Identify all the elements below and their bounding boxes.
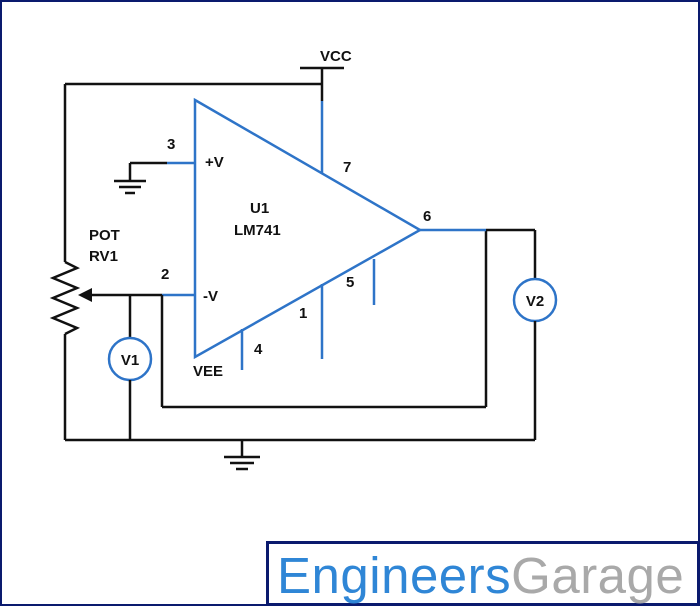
ground-icon — [114, 179, 146, 195]
logo-word-garage: Garage — [511, 547, 685, 604]
pin6-number: 6 — [423, 208, 431, 225]
in-minus-label: -V — [203, 288, 218, 305]
pin7-number: 7 — [343, 159, 351, 176]
pot-name-label: POT — [89, 227, 120, 244]
pin4-number: 4 — [254, 341, 263, 358]
logo-word-engineers: Engineers — [277, 547, 512, 604]
vee-label: VEE — [193, 363, 223, 380]
wiper-arrow-icon — [78, 288, 92, 302]
ground-icon — [224, 455, 260, 471]
pot-resistor-zigzag — [49, 260, 81, 336]
v1-meter-label: V1 — [121, 352, 139, 369]
pin2-number: 2 — [161, 266, 169, 283]
pin3-number: 3 — [167, 136, 175, 153]
logo-wordmark: EngineersGarage — [277, 548, 684, 604]
in-plus-label: +V — [205, 154, 224, 171]
pin5-number: 5 — [346, 274, 354, 291]
pin1-number: 1 — [299, 305, 307, 322]
opamp-triangle — [193, 97, 423, 360]
v2-meter-label: V2 — [526, 293, 544, 310]
opamp-ref-label: U1 — [250, 200, 269, 217]
opamp-part-label: LM741 — [234, 222, 281, 239]
engineers-garage-logo: EngineersGarage — [266, 541, 700, 606]
vcc-label: VCC — [320, 48, 352, 65]
pot-ref-label: RV1 — [89, 248, 118, 265]
